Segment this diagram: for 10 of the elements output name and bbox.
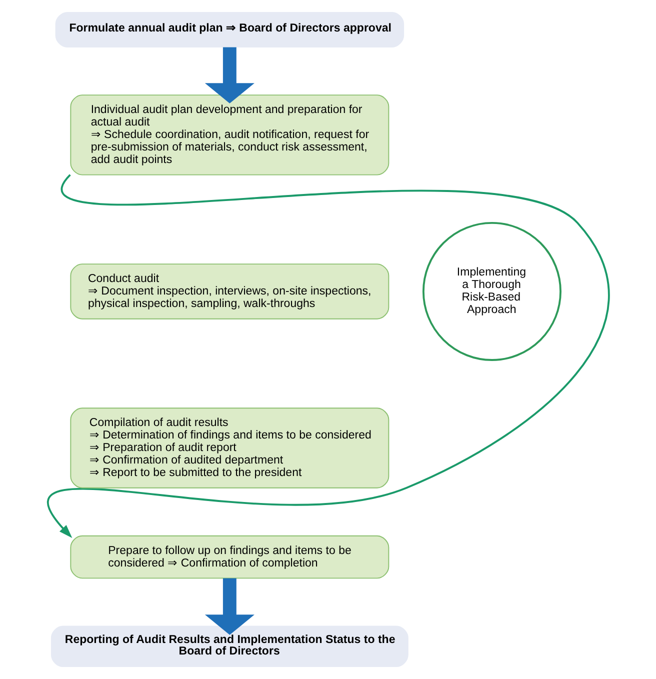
node-box: Individual audit plan development and preparation for actual audit ⇒ Schedule coordination, audit notification, request for pre-submission of materials, conduct risk assessment, add audit points xyxy=(70,94,389,176)
node-box: Formulate annual audit plan ⇒ Board of Directors approval xyxy=(54,12,404,48)
node-box: Compilation of audit results ⇒ Determination of findings and items to be considered ⇒ Preparation of audit report ⇒ Confirmation of audited department ⇒ Report to be submitted to the president xyxy=(70,408,389,488)
node-circle: Implementing a Thorough Risk-Based Approach xyxy=(422,222,561,361)
node-box: Prepare to follow up on findings and items to be considered ⇒ Confirmation of completion xyxy=(70,535,389,579)
node-box: Reporting of Audit Results and Implementation Status to the Board of Directors xyxy=(50,626,408,668)
arrow xyxy=(204,47,254,104)
arrow xyxy=(48,174,609,538)
node-box: Conduct audit ⇒ Document inspection, interviews, on-site inspections, physical inspection, sampling, walk-throughs xyxy=(70,264,389,320)
arrow xyxy=(204,578,254,635)
